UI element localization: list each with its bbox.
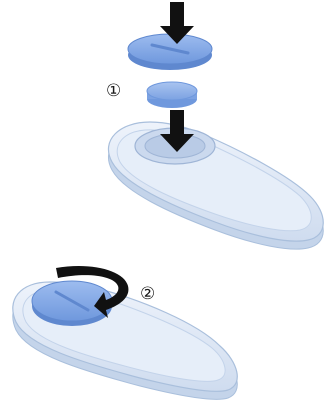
step-number-1: ① [106, 81, 121, 101]
curved-rotate-arrow-icon [56, 266, 129, 318]
remote-body-step-1 [107, 121, 324, 250]
step-1: ① [106, 2, 324, 250]
down-arrow-icon [160, 110, 194, 152]
step-2: ② [12, 266, 238, 400]
coin-cell-battery [146, 81, 198, 108]
step-number-2: ② [140, 284, 155, 304]
battery-cover-step-1 [127, 33, 213, 70]
down-arrow-icon [160, 2, 194, 44]
